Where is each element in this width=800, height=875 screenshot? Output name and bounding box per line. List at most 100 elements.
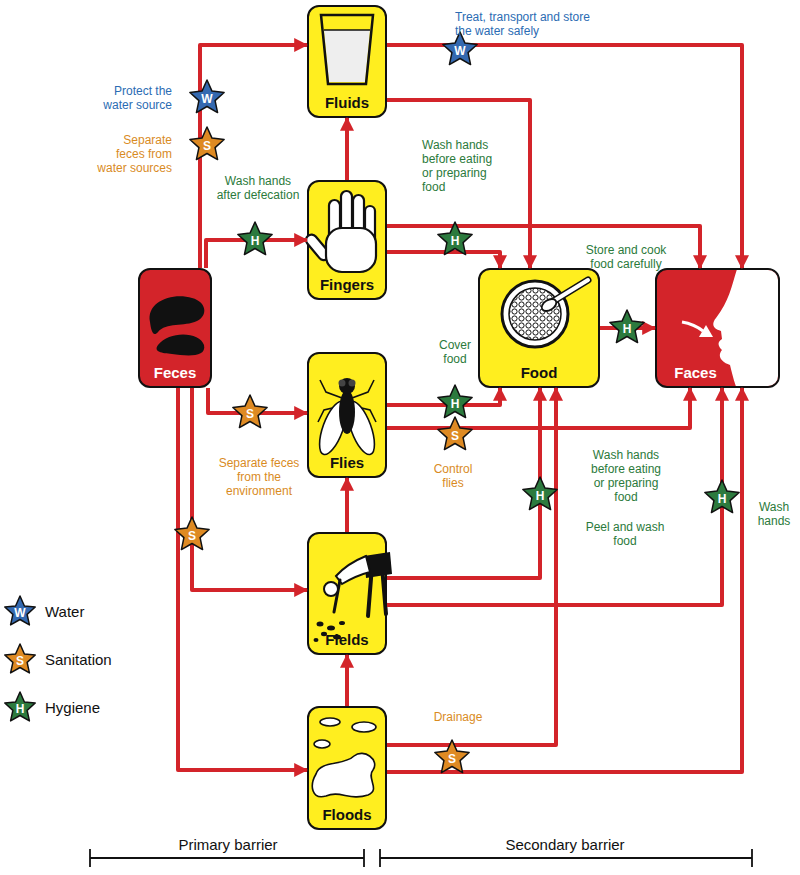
star-letter: H bbox=[440, 232, 470, 250]
intervention-star bbox=[190, 127, 224, 160]
person-shorts bbox=[364, 552, 392, 578]
node-title: Feces bbox=[154, 364, 197, 382]
face-illustration bbox=[713, 270, 778, 386]
action-note: Wash hands bbox=[750, 500, 798, 528]
legend-entry: Hygiene bbox=[3, 691, 163, 725]
star-letter: S bbox=[440, 427, 470, 445]
hand-illustration bbox=[304, 191, 376, 272]
intervention-star bbox=[190, 80, 224, 113]
transmission-arrow bbox=[208, 388, 307, 413]
node-title: Food bbox=[521, 364, 558, 382]
finger bbox=[329, 200, 340, 242]
water-line bbox=[324, 29, 370, 31]
mouth-arrow-head bbox=[699, 325, 713, 337]
flies-box: Flies bbox=[307, 352, 387, 478]
intervention-star bbox=[175, 517, 209, 550]
intervention-star bbox=[438, 385, 472, 418]
action-note: Cover food bbox=[434, 338, 476, 366]
star-letter: H bbox=[525, 487, 555, 505]
legend-star bbox=[5, 692, 35, 721]
fly-wing bbox=[342, 398, 380, 457]
star-letter: H bbox=[707, 490, 737, 508]
person-legs bbox=[368, 566, 386, 616]
palm bbox=[326, 228, 376, 272]
fingers-box: Fingers bbox=[307, 180, 387, 300]
fly-head bbox=[339, 378, 355, 394]
barrier-label: Secondary barrier bbox=[465, 836, 665, 853]
glass-illustration bbox=[321, 15, 373, 84]
action-note: Treat, transport and store the water saf… bbox=[455, 10, 605, 38]
action-note: Wash hands after defecation bbox=[214, 174, 302, 202]
star-letter: H bbox=[5, 700, 35, 718]
star-letter: W bbox=[5, 604, 35, 622]
finger bbox=[341, 191, 352, 239]
legend-star bbox=[5, 644, 35, 673]
action-note: Wash hands before eating or preparing fo… bbox=[585, 448, 667, 504]
star-letter: W bbox=[192, 90, 222, 108]
action-note: Separate feces from the environment bbox=[214, 456, 304, 498]
legend-entry: Sanitation bbox=[3, 643, 163, 677]
node-title: Fingers bbox=[320, 276, 374, 294]
food-box: Food bbox=[478, 268, 600, 388]
transmission-arrow bbox=[200, 45, 307, 268]
glass-water bbox=[324, 30, 370, 82]
fly-body bbox=[339, 390, 355, 434]
star-letter: H bbox=[612, 320, 642, 338]
node-title: Flies bbox=[330, 454, 364, 472]
legend-text: Hygiene bbox=[45, 691, 100, 725]
star-letter: S bbox=[5, 652, 35, 670]
person-illustration bbox=[314, 552, 393, 642]
star-letter: W bbox=[445, 42, 475, 60]
fluids-box: Fluids bbox=[307, 5, 387, 118]
action-note: Drainage bbox=[428, 710, 488, 724]
legend-text: Water bbox=[45, 595, 84, 629]
star-letter: H bbox=[240, 232, 270, 250]
feces-shape bbox=[157, 334, 205, 355]
intervention-star bbox=[233, 395, 267, 428]
spoon-handle bbox=[552, 280, 588, 302]
spoon-head bbox=[540, 297, 559, 314]
floods-box: Floods bbox=[307, 706, 387, 830]
intervention-star bbox=[238, 222, 272, 255]
fly-eye bbox=[349, 380, 356, 387]
finger bbox=[365, 206, 375, 244]
transmission-arrow bbox=[345, 655, 349, 706]
intervention-star bbox=[438, 417, 472, 450]
action-note: Peel and wash food bbox=[579, 520, 671, 548]
transmission-arrow bbox=[387, 100, 530, 268]
transmission-arrow bbox=[387, 388, 722, 605]
legend-text: Sanitation bbox=[45, 643, 112, 677]
star-letter: S bbox=[192, 137, 222, 155]
legend-star bbox=[5, 596, 35, 625]
transmission-arrow bbox=[387, 252, 500, 268]
feces-box: Feces bbox=[138, 268, 212, 388]
spoon-handle bbox=[552, 280, 588, 302]
node-title: Fields bbox=[325, 631, 368, 649]
person-shirt bbox=[336, 556, 370, 584]
action-note: Control flies bbox=[428, 462, 478, 490]
node-title: Floods bbox=[322, 806, 371, 824]
node-title: Fluids bbox=[325, 94, 369, 112]
glass-outline bbox=[321, 15, 373, 84]
bowl bbox=[502, 281, 568, 347]
feces-shape bbox=[150, 296, 205, 334]
face-profile bbox=[713, 270, 778, 386]
faces-box: Faces bbox=[655, 268, 780, 388]
intervention-star bbox=[705, 480, 739, 513]
flood-illustration bbox=[312, 718, 376, 797]
mouth-arrow bbox=[682, 322, 703, 331]
transmission-arrow bbox=[387, 388, 540, 578]
transmission-arrow bbox=[387, 388, 690, 428]
star-letter: S bbox=[235, 405, 265, 423]
fly-eye bbox=[339, 380, 346, 387]
star-letter: S bbox=[177, 527, 207, 545]
fields-box: Fields bbox=[307, 532, 387, 655]
action-note: Separate feces from water sources bbox=[94, 133, 172, 175]
